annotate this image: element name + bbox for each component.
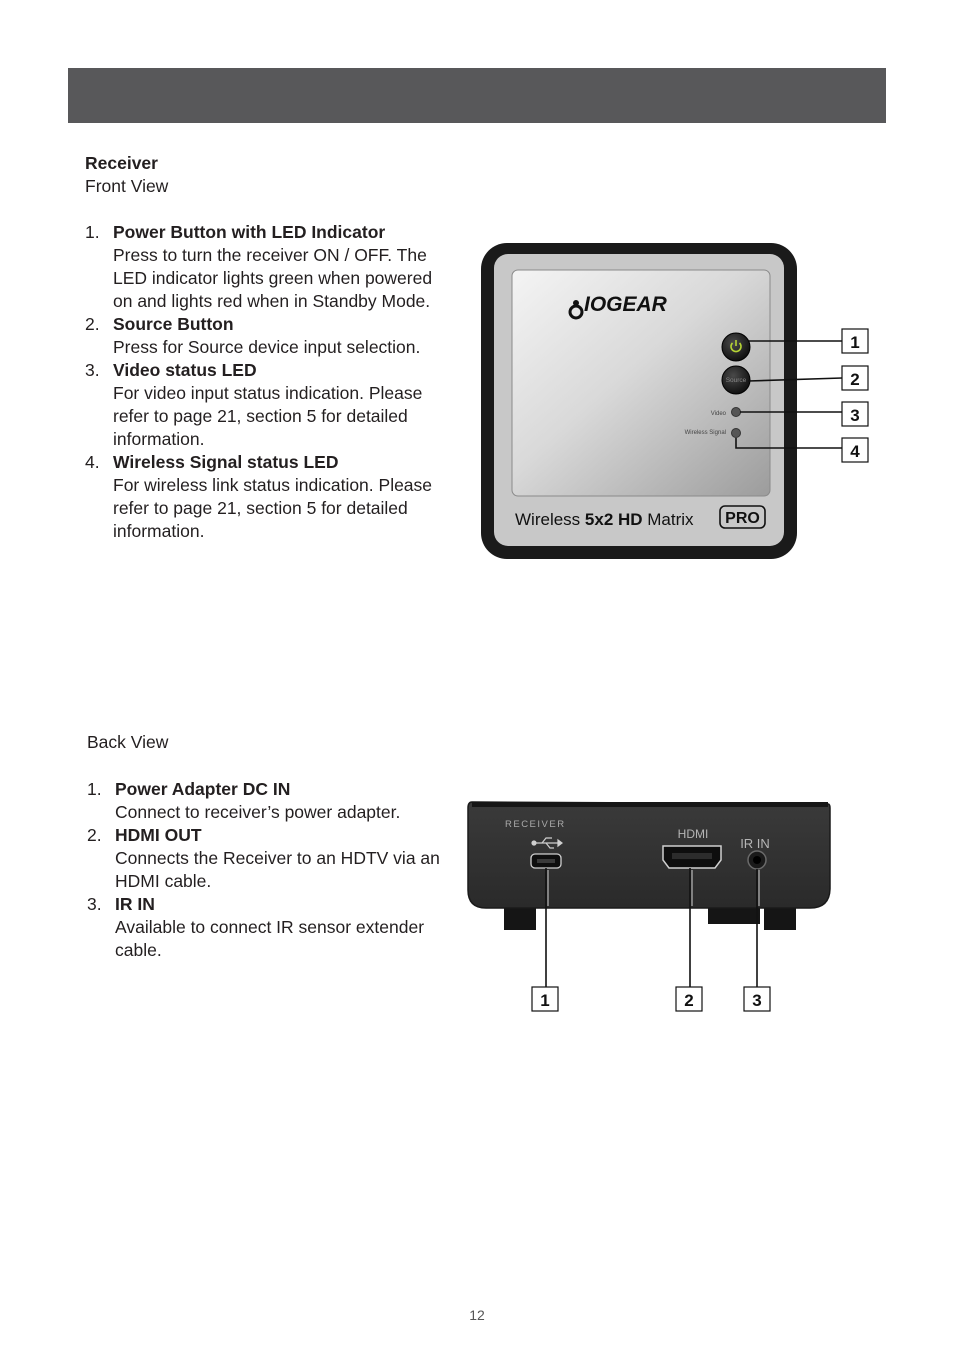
video-led [731, 407, 741, 417]
ir-in-port[interactable] [747, 850, 767, 870]
callout-number: 3 [752, 991, 761, 1010]
back-view-subtitle: Back View [87, 732, 169, 752]
item-number: 1. [85, 222, 100, 242]
list-item: 3. IR IN Available to connect IR sensor … [87, 893, 447, 962]
power-button[interactable] [721, 332, 751, 362]
device-back-panel [467, 801, 831, 909]
callout-box-3 [743, 986, 771, 1012]
hdmi-out-port[interactable] [662, 845, 722, 869]
receiver-front-illustration: IOGEAR Wireless 5x2 HD Matrix PRO Source… [481, 243, 869, 559]
item-number: 2. [85, 314, 100, 334]
callout-box-4 [841, 437, 869, 463]
hdmi-label: HDMI [678, 827, 709, 841]
item-description: Connects the Receiver to an HDTV via an … [115, 848, 440, 891]
item-title: HDMI OUT [115, 825, 202, 845]
list-item: 1. Power Button with LED Indicator Press… [85, 221, 435, 313]
source-button[interactable]: Source [721, 365, 751, 395]
item-title: Power Adapter DC IN [115, 779, 291, 799]
list-item: 2. HDMI OUT Connects the Receiver to an … [87, 824, 447, 893]
item-number: 3. [85, 360, 100, 380]
product-name: Wireless 5x2 HD Matrix [515, 510, 694, 529]
item-description: Connect to receiver’s power adapter. [115, 802, 401, 822]
callout-box-1 [531, 986, 559, 1012]
item-number: 1. [87, 779, 102, 799]
device-top-edge [472, 802, 828, 807]
list-item: 2. Source Button Press for Source device… [85, 313, 435, 359]
item-title: Video status LED [113, 360, 257, 380]
item-description: Press for Source device input selection. [113, 337, 421, 357]
front-feature-list: 1. Power Button with LED Indicator Press… [85, 221, 435, 543]
item-number: 2. [87, 825, 102, 845]
pro-badge-label: PRO [725, 510, 760, 527]
section-title: Receiver [85, 153, 158, 173]
usb-icon [531, 837, 563, 849]
item-description: Available to connect IR sensor extender … [115, 917, 425, 960]
wireless-signal-led [731, 428, 741, 438]
power-icon [730, 340, 742, 353]
callout-number: 3 [850, 406, 859, 425]
pro-badge [719, 505, 766, 529]
list-item: 1. Power Adapter DC IN Connect to receiv… [87, 778, 447, 824]
brand-text: IOGEAR [584, 293, 668, 316]
front-view-subtitle: Front View [85, 176, 169, 196]
item-number: 4. [85, 452, 100, 472]
source-button-label: Source [726, 377, 747, 384]
callout-number: 1 [850, 333, 859, 352]
callout-lines [735, 340, 843, 449]
item-description: For video input status indication. Pleas… [113, 383, 423, 449]
list-item: 3. Video status LED For video input stat… [85, 359, 435, 451]
power-adapter-dc-in-port[interactable] [530, 853, 562, 869]
ir-in-label: IR IN [740, 836, 770, 851]
item-number: 3. [87, 894, 102, 914]
item-description: For wireless link status indication. Ple… [113, 475, 433, 541]
item-description: Press to turn the receiver ON / OFF. The… [113, 245, 433, 311]
item-title: Wireless Signal status LED [113, 452, 339, 472]
callout-number: 2 [850, 370, 859, 389]
item-title: Power Button with LED Indicator [113, 222, 386, 242]
item-title: IR IN [115, 894, 155, 914]
callout-box-2 [841, 365, 869, 391]
callout-box-2 [675, 986, 703, 1012]
iogear-logo: IOGEAR [568, 293, 668, 320]
device-face [511, 269, 771, 497]
callout-box-1 [841, 328, 869, 354]
receiver-label: RECEIVER [505, 819, 566, 830]
wireless-led-label: Wireless Signal [685, 430, 726, 436]
callout-lines [545, 868, 758, 987]
list-item: 4. Wireless Signal status LED For wirele… [85, 451, 435, 543]
back-feature-list: 1. Power Adapter DC IN Connect to receiv… [87, 778, 447, 962]
receiver-back-illustration: RECEIVER HDMI IR IN 1 2 3 [467, 801, 831, 1012]
callout-number: 1 [540, 991, 549, 1010]
callout-line-highlights [547, 870, 760, 906]
header-bar [68, 68, 886, 123]
page-number: 12 [469, 1307, 485, 1323]
video-led-label: Video [711, 411, 727, 417]
callout-number: 4 [850, 442, 860, 461]
callout-number: 2 [684, 991, 693, 1010]
callout-box-3 [841, 401, 869, 427]
item-title: Source Button [113, 314, 234, 334]
